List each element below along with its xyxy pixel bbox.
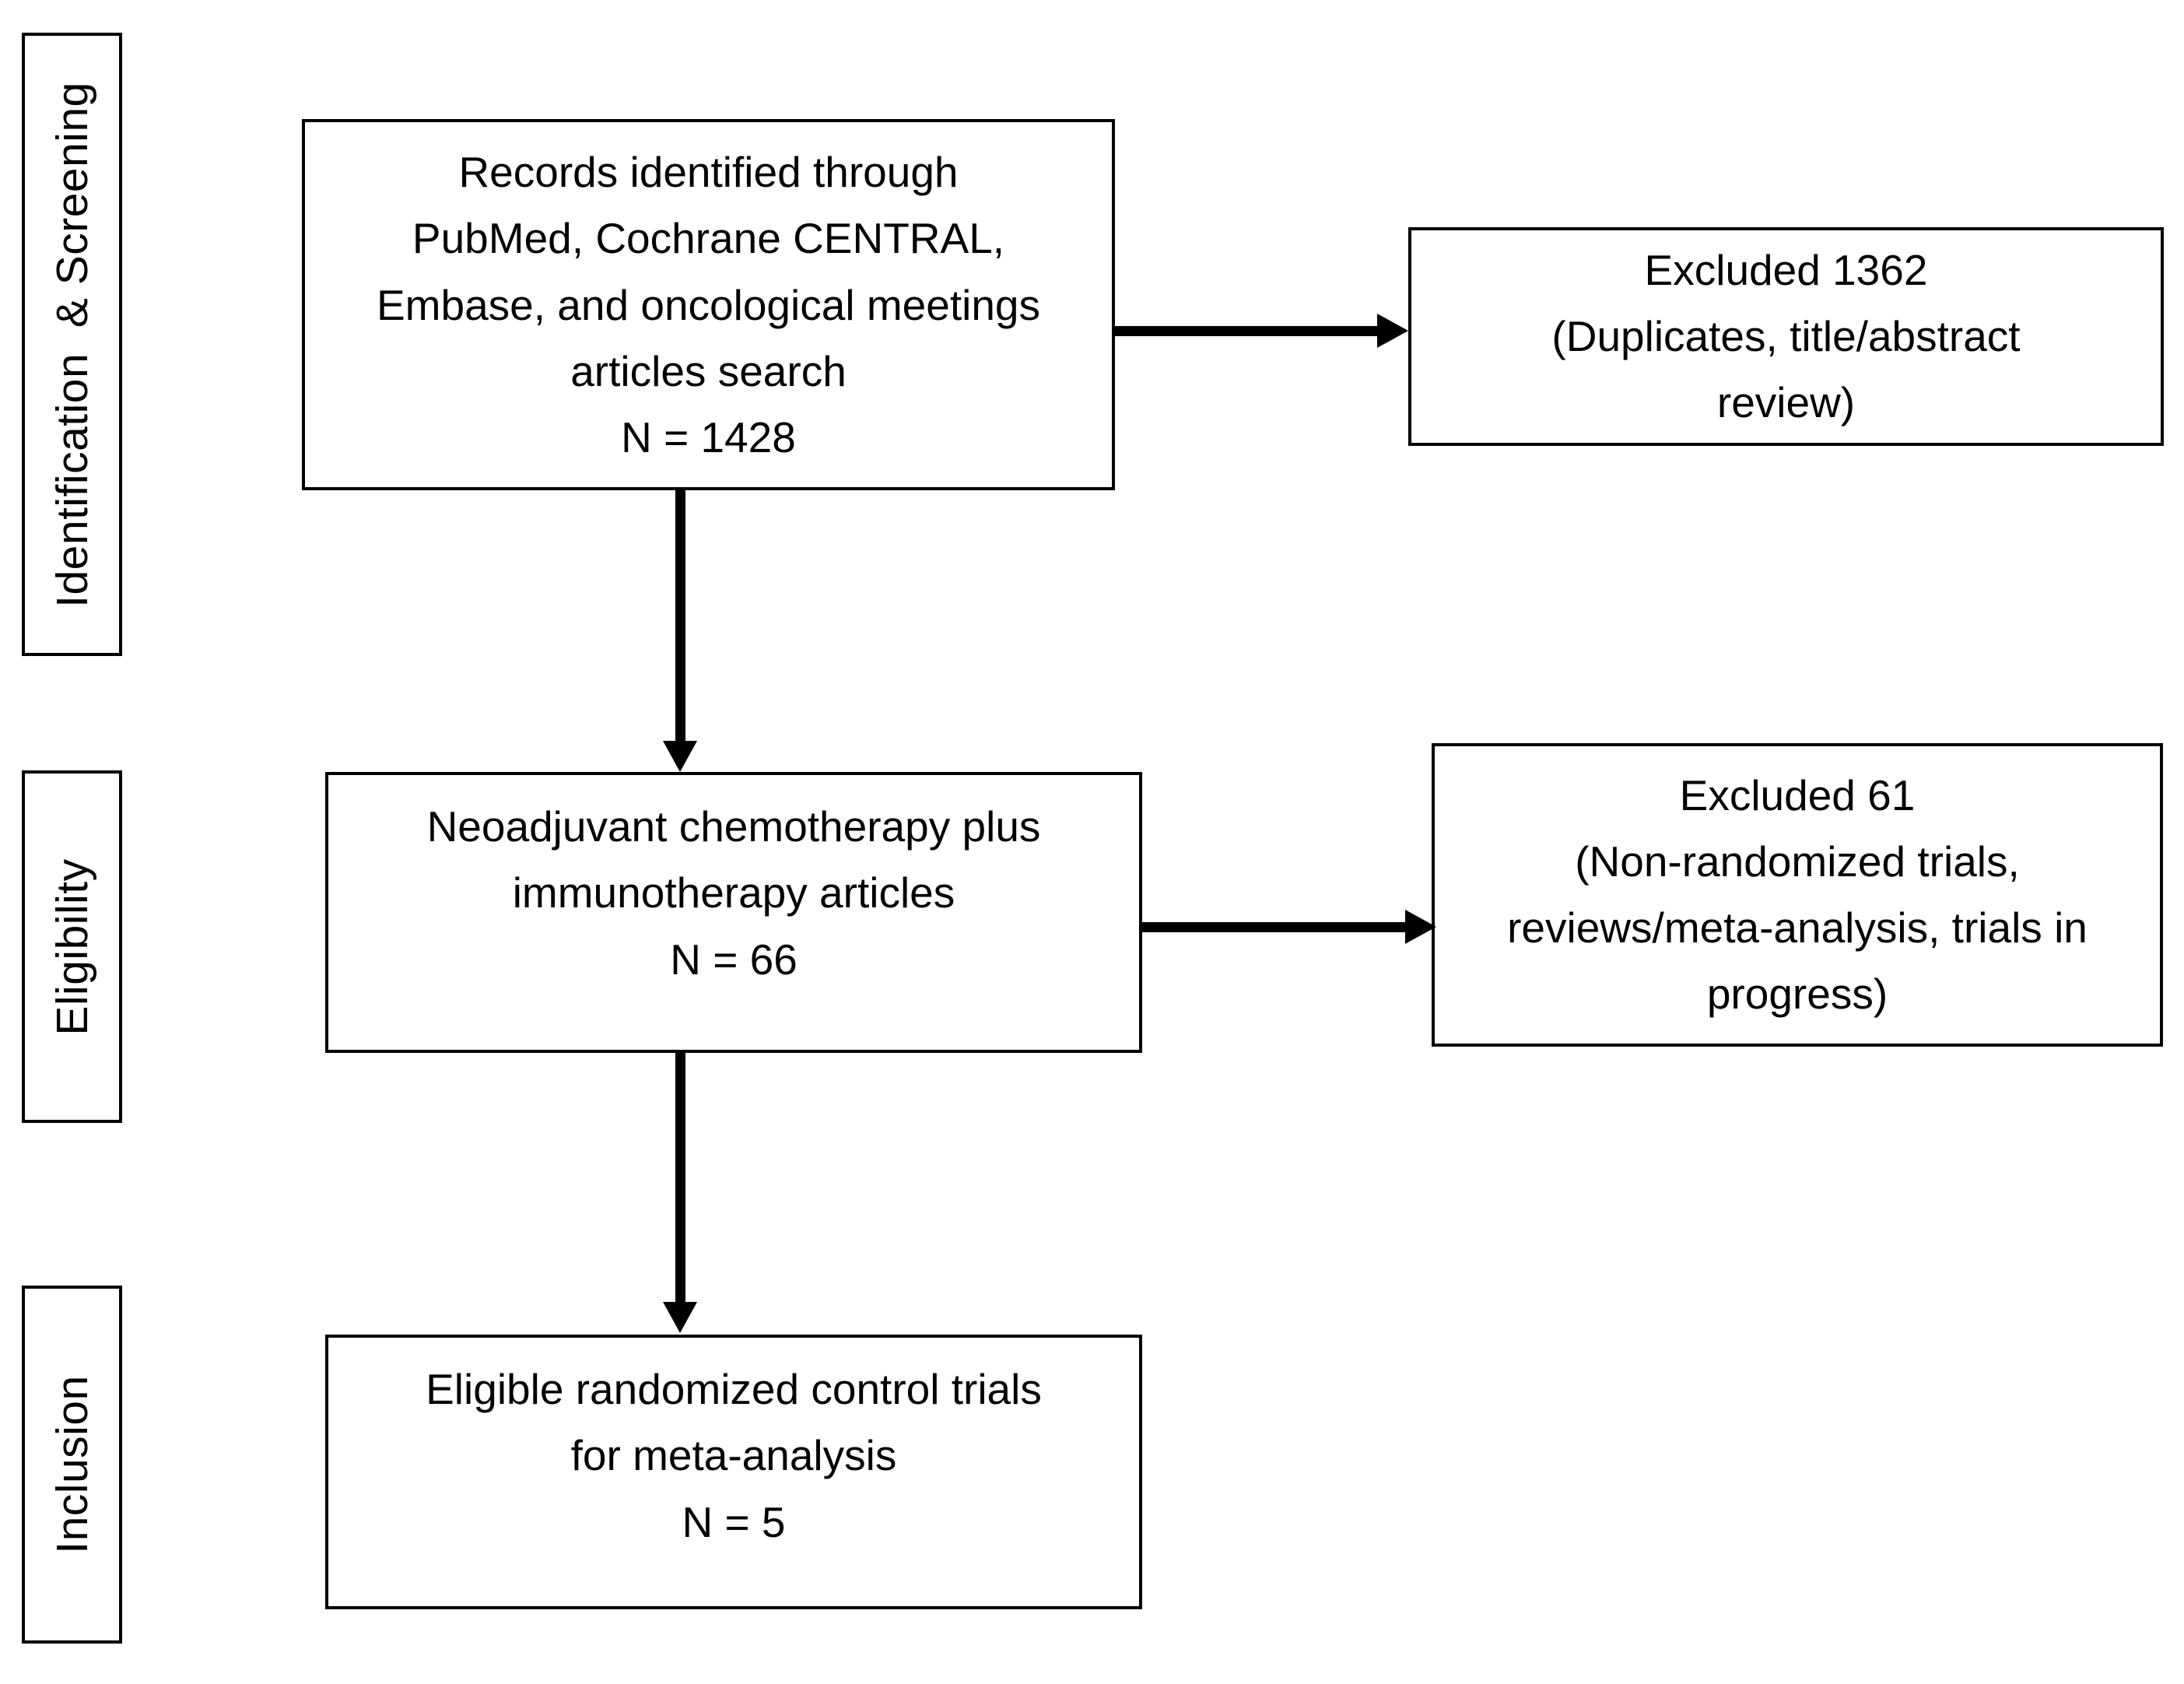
stage-label-inclusion: Inclusion [47, 1375, 97, 1554]
arrow-head-right-icon [1405, 910, 1436, 944]
excluded-screening-box: Excluded 1362 (Duplicates, title/abstrac… [1408, 227, 2164, 446]
stage-label-eligibility: Eligibility [47, 858, 97, 1036]
arrow-shaft [675, 490, 685, 744]
arrow-shaft [1142, 922, 1407, 932]
stage-box-identification-screening: Identification & Screening [22, 33, 122, 656]
arrow-shaft [1115, 326, 1379, 336]
arrow-head-down-icon [663, 1302, 697, 1333]
stage-label-identification-screening: Identification & Screening [47, 81, 97, 608]
eligibility-articles-text: Neoadjuvant chemotherapy plus immunother… [426, 802, 1041, 984]
records-identified-text: Records identified through PubMed, Cochr… [376, 148, 1040, 461]
stage-box-eligibility: Eligibility [22, 770, 122, 1123]
records-identified-box: Records identified through PubMed, Cochr… [302, 119, 1115, 490]
arrow-shaft [675, 1053, 685, 1303]
excluded-screening-text: Excluded 1362 (Duplicates, title/abstrac… [1551, 245, 2021, 427]
arrow-head-down-icon [663, 741, 697, 772]
stage-box-inclusion: Inclusion [22, 1286, 122, 1644]
excluded-eligibility-text: Excluded 61 (Non-randomized trials, revi… [1507, 770, 2088, 1019]
included-trials-box: Eligible randomized control trials for m… [325, 1335, 1142, 1609]
excluded-eligibility-box: Excluded 61 (Non-randomized trials, revi… [1432, 743, 2163, 1047]
eligibility-articles-box: Neoadjuvant chemotherapy plus immunother… [325, 772, 1142, 1053]
included-trials-text: Eligible randomized control trials for m… [426, 1365, 1042, 1546]
arrow-head-right-icon [1377, 314, 1408, 348]
